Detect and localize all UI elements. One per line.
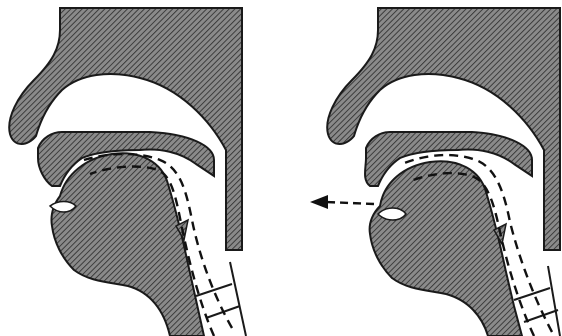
left-head-section (0, 0, 280, 336)
outgoing-air-arrow (310, 195, 374, 209)
right-head-section (282, 0, 562, 336)
trachea (196, 262, 246, 336)
